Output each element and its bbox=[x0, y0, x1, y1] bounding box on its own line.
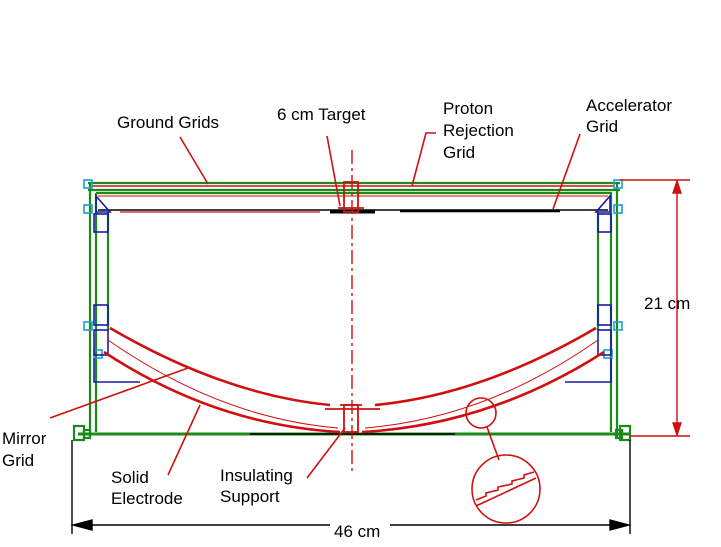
labels: Ground Grids 6 cm Target Proton Rejectio… bbox=[2, 96, 690, 541]
target bbox=[338, 181, 364, 213]
label-insul-line1: Insulating bbox=[220, 466, 293, 485]
label-target: 6 cm Target bbox=[277, 105, 366, 124]
detail-magnifier bbox=[465, 397, 541, 524]
ground-grids bbox=[92, 185, 614, 197]
label-proton-line3: Grid bbox=[443, 143, 475, 162]
label-solid-line2: Electrode bbox=[111, 489, 183, 508]
height-dimension bbox=[620, 178, 690, 438]
label-height: 21 cm bbox=[644, 294, 690, 313]
width-dimension bbox=[70, 440, 632, 534]
solid-electrode bbox=[103, 339, 605, 434]
leader-lines bbox=[49, 132, 581, 479]
label-ground-grids: Ground Grids bbox=[117, 113, 219, 132]
corner-fittings bbox=[83, 179, 623, 359]
label-mirror-line2: Grid bbox=[2, 451, 34, 470]
label-mirror-line1: Mirror bbox=[2, 429, 47, 448]
label-width: 46 cm bbox=[334, 522, 380, 541]
label-solid-line1: Solid bbox=[111, 468, 149, 487]
label-proton-line1: Proton bbox=[443, 99, 493, 118]
label-accel-line1: Accelerator bbox=[586, 96, 672, 115]
mirror-grid bbox=[109, 326, 597, 410]
support-blocks bbox=[93, 193, 612, 383]
label-insul-line2: Support bbox=[220, 487, 280, 506]
label-accel-line2: Grid bbox=[586, 117, 618, 136]
label-proton-line2: Rejection bbox=[443, 121, 514, 140]
